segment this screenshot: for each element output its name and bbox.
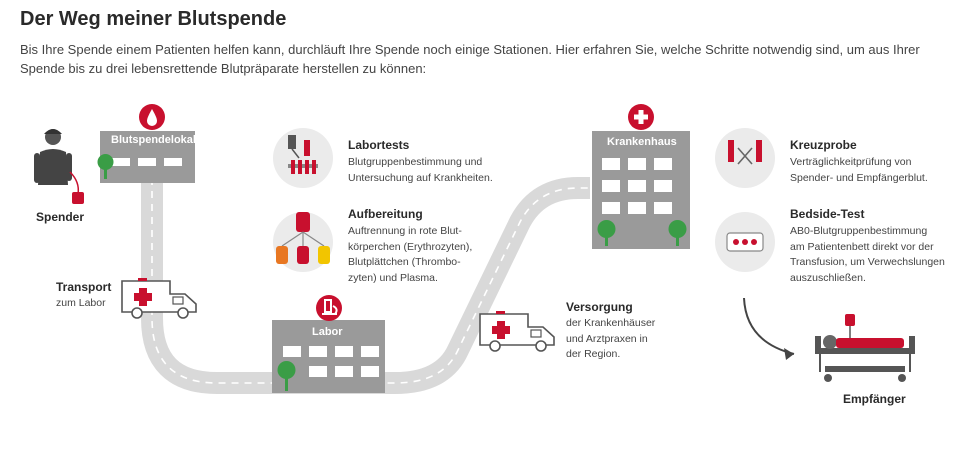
step-aufbereitung: Aufbereitung Auftrennung in rote Blut- k… xyxy=(348,207,472,286)
donor-figure xyxy=(34,129,84,204)
step-description: Auftrennung in rote Blut- körperchen (Er… xyxy=(348,225,473,284)
tree-icon xyxy=(668,220,687,246)
labor-label: Labor xyxy=(312,326,343,338)
test-card-icon xyxy=(715,212,775,272)
step-labortests: Labortests Blutgruppenbestimmung und Unt… xyxy=(348,138,493,186)
transport-subtitle: zum Labor xyxy=(56,297,106,309)
step-bedside-test: Bedside-Test AB0-Blutgruppenbestimmung a… xyxy=(790,207,945,286)
ambulance-icon xyxy=(121,278,197,319)
step-title: Bedside-Test xyxy=(790,207,865,221)
ambulance-icon xyxy=(479,311,555,352)
step-description: Verträglichkeitprüfung von Spender- und … xyxy=(790,156,928,184)
empfaenger-label: Empfänger xyxy=(843,392,906,406)
intro-text: Bis Ihre Spende einem Patienten helfen k… xyxy=(20,42,920,76)
transport-title: Transport xyxy=(56,280,112,294)
spender-label: Spender xyxy=(36,210,85,224)
tree-icon xyxy=(97,154,114,179)
versorgung-title: Versorgung xyxy=(566,300,633,314)
crossmatch-icon xyxy=(715,128,775,188)
step-description: Blutgruppenbestimmung und Untersuchung a… xyxy=(348,156,493,184)
arrow-icon xyxy=(743,297,795,360)
test-tubes-icon xyxy=(273,128,333,188)
tree-icon xyxy=(277,361,296,391)
step-title: Labortests xyxy=(348,138,410,152)
blood-bags-icon xyxy=(273,212,333,272)
tree-icon xyxy=(597,220,616,246)
blutspendelokal-label: Blutspendelokal xyxy=(111,134,196,146)
blood-bag-icon xyxy=(72,192,84,204)
step-title: Kreuzprobe xyxy=(790,138,857,152)
krankenhaus-building xyxy=(592,104,690,249)
labor-building xyxy=(272,295,385,393)
step-title: Aufbereitung xyxy=(348,207,423,221)
page-title: Der Weg meiner Blutspende xyxy=(20,8,287,30)
blutspendelokal-building xyxy=(97,104,195,183)
krankenhaus-label: Krankenhaus xyxy=(607,136,677,148)
step-kreuzprobe: Kreuzprobe Verträglichkeitprüfung von Sp… xyxy=(790,138,928,186)
microscope-icon xyxy=(316,295,342,321)
step-description: AB0-Blutgruppenbestimmung am Patientenbe… xyxy=(790,225,945,284)
road xyxy=(141,177,590,394)
versorgung-text: der Krankenhäuser und Arztpraxen in der … xyxy=(566,317,656,360)
recipient-bed-icon xyxy=(815,314,915,382)
